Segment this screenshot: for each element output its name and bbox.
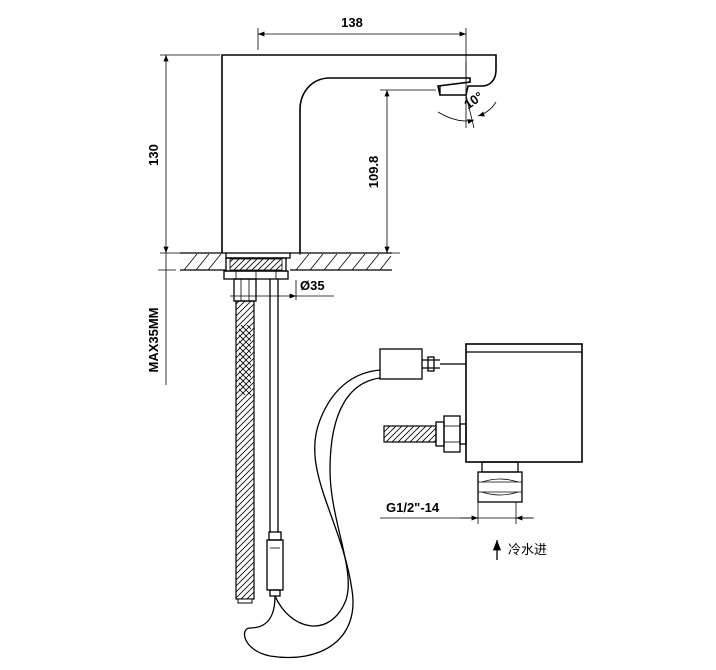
dimension-max-thickness: MAX35MM <box>146 253 176 385</box>
dimension-width-label: 138 <box>341 15 363 30</box>
dimension-width-top: 138 <box>257 15 467 80</box>
dimension-height-left: 130 <box>146 54 220 254</box>
faucet-body <box>221 54 497 255</box>
dimension-spout-height: 109.8 <box>300 89 436 254</box>
dimension-base-diameter: Ø35 <box>230 278 334 300</box>
dimension-spout-height-label: 109.8 <box>366 156 381 189</box>
dimension-thread-label: G1/2"-14 <box>386 500 440 515</box>
outlet-hose-connection <box>383 415 467 453</box>
inlet-fitting <box>477 461 523 524</box>
countertop-section <box>180 252 392 271</box>
control-box <box>465 343 583 463</box>
control-cable-plug <box>379 348 466 380</box>
countertop-hatch-right <box>295 253 392 271</box>
mounting-shank <box>223 252 291 532</box>
countertop-hatch-left <box>183 253 222 271</box>
dimension-max-thickness-label: MAX35MM <box>146 307 161 372</box>
cold-water-inlet-label: 冷水进 <box>508 543 547 558</box>
cold-water-inlet: 冷水进 <box>492 540 547 560</box>
dimension-angle-label: 10° <box>461 89 486 113</box>
dimension-diameter-label: Ø35 <box>300 278 325 293</box>
braided-inlet-hose <box>235 300 255 604</box>
sensor-cable <box>243 369 381 659</box>
dimension-height-label: 130 <box>146 144 161 166</box>
dimension-thread: G1/2"-14 <box>380 500 534 521</box>
